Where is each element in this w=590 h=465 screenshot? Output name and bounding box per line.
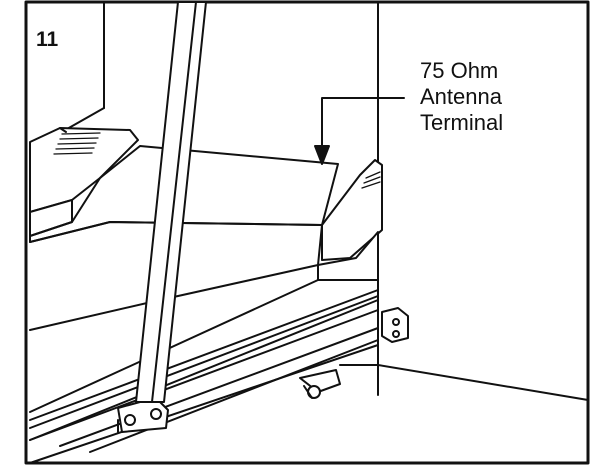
callout-line-1: 75 Ohm [420, 58, 499, 83]
walking-deck [29, 221, 589, 464]
leveling-foot [299, 369, 341, 399]
callout-line-3: Terminal [420, 110, 504, 135]
figure-frame [24, 0, 590, 465]
antenna-terminal-bracket-icon [381, 307, 409, 343]
callout-arrow-icon [314, 97, 405, 165]
left-handrail-base [29, 127, 139, 237]
leg-clip-icon [117, 401, 169, 433]
background-walls [29, 1, 379, 396]
step-number: 11 [36, 28, 59, 51]
antenna-terminal-label: 75 Ohm Antenna Terminal [420, 58, 503, 136]
callout-line-2: Antenna [420, 84, 502, 109]
upright-tube [135, 1, 207, 403]
right-handrail-base [317, 159, 383, 281]
